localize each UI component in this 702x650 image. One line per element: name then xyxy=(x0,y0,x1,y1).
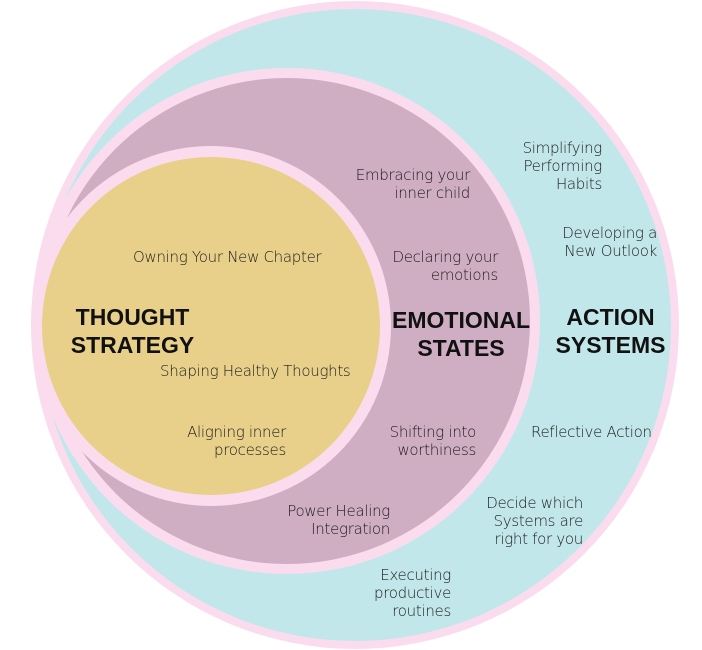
thought-item-shaping-healthy-thoughts: Shaping Healthy Thoughts xyxy=(160,362,351,380)
thought-item-owning-your-new-chapter: Owning Your New Chapter xyxy=(133,248,322,266)
emotional-item-embracing-inner-child: Embracing your inner child xyxy=(355,166,471,202)
emotional-item-declaring-emotions: Declaring your emotions xyxy=(392,248,498,284)
thought-item-aligning-inner-processes: Aligning inner processes xyxy=(187,423,286,459)
action-item-reflective-action: Reflective Action xyxy=(531,423,652,441)
emotional-item-power-healing-integration: Power Healing Integration xyxy=(287,502,390,538)
emotional-states-title: EMOTIONAL STATES xyxy=(392,307,530,361)
action-item-decide-which-systems: Decide which Systems are right for you xyxy=(486,494,583,548)
action-systems-title: ACTION SYSTEMS xyxy=(555,304,666,358)
thought-strategy-circle xyxy=(42,157,380,495)
action-item-simplifying-performing-habits: Simplifying Performing Habits xyxy=(522,139,603,193)
thought-strategy-title: THOUGHT STRATEGY xyxy=(70,304,195,358)
action-item-executing-productive-routines: Executing productive routines xyxy=(374,566,451,620)
action-item-developing-new-outlook: Developing a New Outlook xyxy=(562,224,657,260)
emotional-item-shifting-into-worthiness: Shifting into worthiness xyxy=(389,423,477,459)
